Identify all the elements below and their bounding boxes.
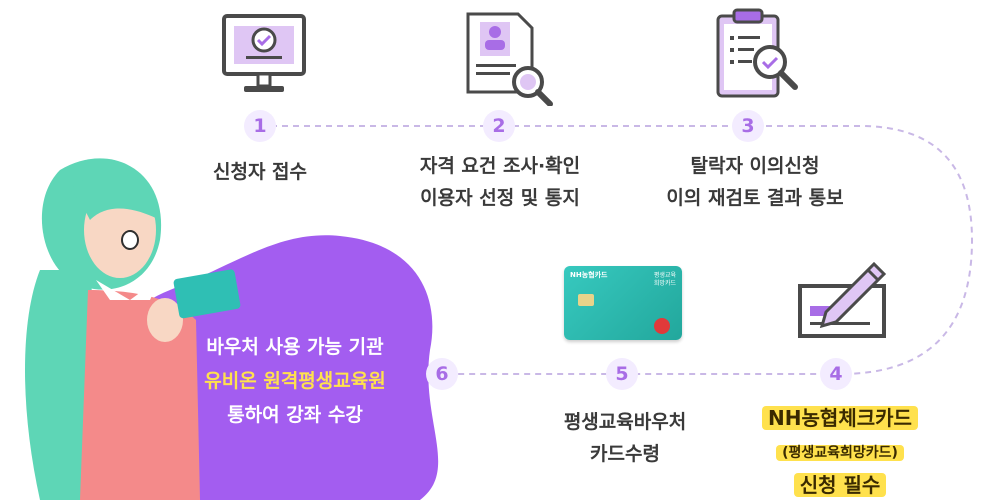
clipboard-checklist-search-icon xyxy=(716,8,798,98)
step-4-label: NH농협체크카드 (평생교육희망카드) 신청 필수 xyxy=(740,402,940,502)
step-2-line-1: 자격 요건 조사·확인 xyxy=(419,155,581,177)
step-3-line-1: 탈락자 이의신청 xyxy=(690,155,820,177)
document-person-search-icon xyxy=(466,12,553,106)
girl-holding-card-illustration xyxy=(25,158,241,500)
card-badge xyxy=(654,318,670,334)
step-6-label: 바우처 사용 가능 기관 유비온 원격평생교육원 통하여 강좌 수강 xyxy=(170,330,420,432)
card-title-2: 희망카드 xyxy=(653,280,676,287)
step-3-line-2: 이의 재검토 결과 통보 xyxy=(666,187,844,209)
step-6-number: 6 xyxy=(426,358,458,390)
nh-card-icon: NH농협카드 평생교육 희망카드 xyxy=(564,266,682,340)
monitor-check-icon xyxy=(222,14,306,92)
step-6-line-3: 통하여 강좌 수강 xyxy=(227,404,363,426)
step-2-line-2: 이용자 선정 및 통지 xyxy=(420,187,580,209)
card-title-1: 평생교육 xyxy=(653,272,676,279)
check-pencil-icon xyxy=(798,261,887,338)
step-1-label: 신청자 접수 xyxy=(180,156,340,188)
card-brand: NH농협카드 xyxy=(570,271,608,279)
step-2-number: 2 xyxy=(483,110,515,142)
step-4-line-2: (평생교육희망카드) xyxy=(776,445,904,461)
step-1-line-1: 신청자 접수 xyxy=(212,161,307,183)
step-1-number: 1 xyxy=(244,110,276,142)
step-5-label: 평생교육바우처 카드수령 xyxy=(520,406,730,470)
step-5-number: 5 xyxy=(606,358,638,390)
step-4-line-1: NH농협체크카드 xyxy=(762,406,918,430)
step-4-line-3: 신청 필수 xyxy=(793,473,887,497)
step-6-line-2: 유비온 원격평생교육원 xyxy=(204,370,386,392)
card-chip xyxy=(578,294,594,306)
step-3-number: 3 xyxy=(732,110,764,142)
step-3-label: 탈락자 이의신청 이의 재검토 결과 통보 xyxy=(630,150,880,214)
step-5-line-2: 카드수령 xyxy=(590,443,660,465)
step-5-line-1: 평생교육바우처 xyxy=(563,411,687,433)
step-4-number: 4 xyxy=(820,358,852,390)
step-6-line-1: 바우처 사용 가능 기관 xyxy=(206,336,384,358)
step-2-label: 자격 요건 조사·확인 이용자 선정 및 통지 xyxy=(380,150,620,214)
